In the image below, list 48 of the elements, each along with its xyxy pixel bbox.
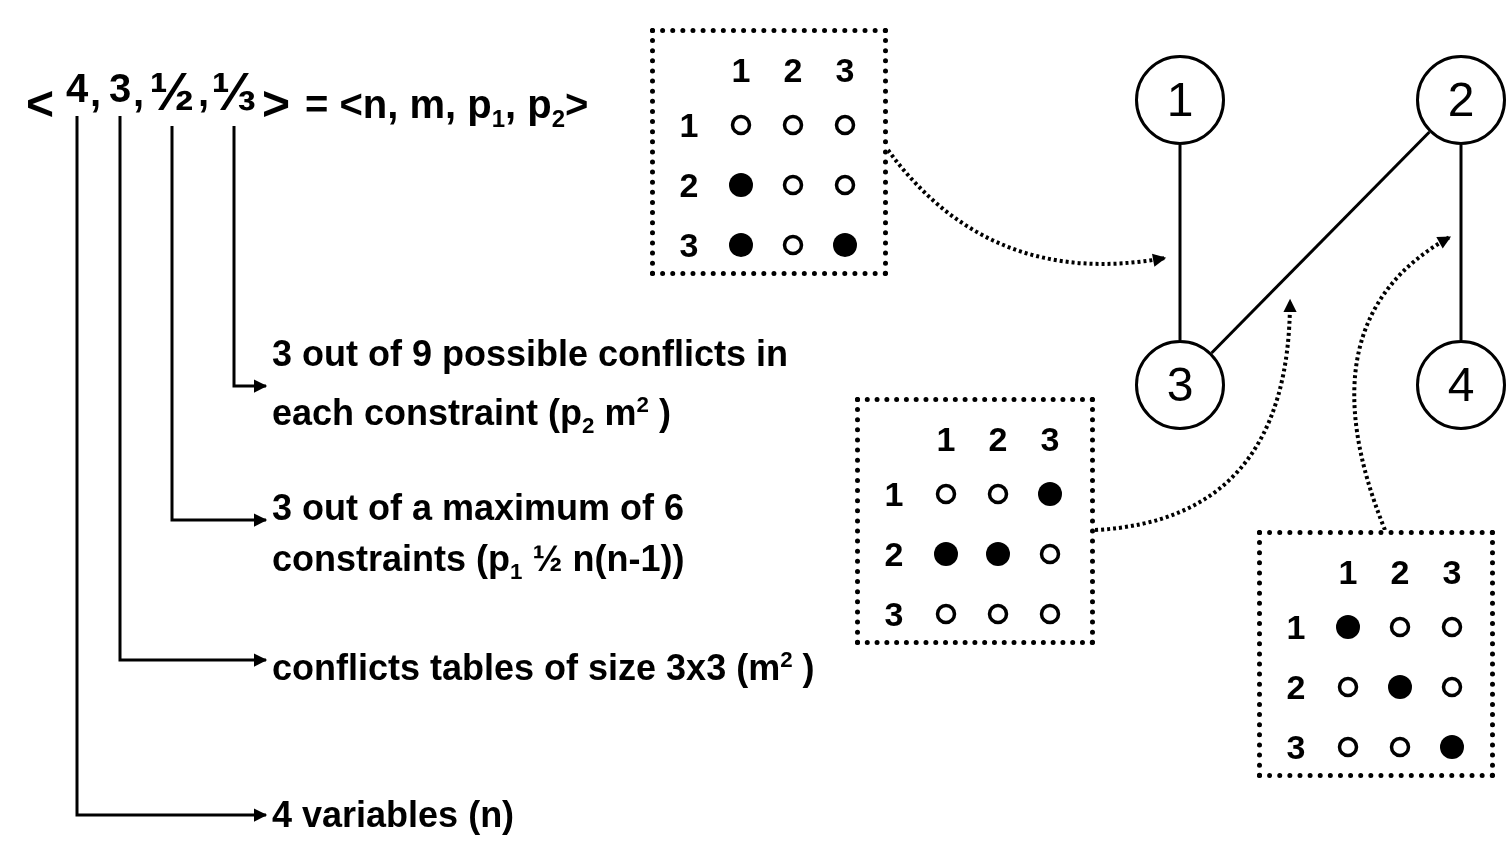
column-header: 3 (1040, 422, 1060, 456)
node-number: 4 (1447, 361, 1475, 409)
graph-edge (1459, 145, 1463, 340)
parameter-description: conflicts tables of size 3x3 (m$^{2}$ ) (272, 634, 864, 736)
formula-text: = <n, m, p$_{1}$, p$_{2}$> (305, 84, 589, 131)
leader-arrow (75, 116, 268, 822)
node-number: 1 (1166, 76, 1194, 124)
column-header: 3 (835, 53, 855, 87)
parameter-description: 3 out of a maximum of 6 constraints (p$_{1}$ ½ n(n-1)) (272, 482, 864, 584)
formula-text: , (90, 72, 102, 112)
node-number: 3 (1166, 361, 1194, 409)
row-header: 2 (1286, 670, 1306, 704)
row-header: 1 (679, 108, 699, 142)
column-header: 2 (988, 422, 1008, 456)
row-header: 3 (884, 597, 904, 631)
graph-edge (1178, 145, 1182, 340)
formula-text: < (26, 80, 55, 128)
tuple-value: ½ (148, 64, 196, 120)
column-header: 1 (731, 53, 751, 87)
leader-arrow (232, 126, 268, 393)
column-header: 2 (783, 53, 803, 87)
row-header: 3 (1286, 730, 1306, 764)
graph-edge (1210, 131, 1431, 354)
dotted-arrow (886, 148, 1167, 267)
tuple-value: 3 (107, 68, 133, 110)
row-header: 2 (679, 168, 699, 202)
row-header: 3 (679, 228, 699, 262)
dotted-arrow (1094, 298, 1297, 532)
dotted-arrow (1352, 235, 1452, 531)
leader-arrow (170, 126, 268, 527)
node-number: 2 (1447, 76, 1475, 124)
row-header: 1 (1286, 610, 1306, 644)
column-header: 3 (1442, 555, 1462, 589)
column-header: 1 (936, 422, 956, 456)
leader-arrow (118, 116, 268, 667)
formula-text: , (133, 72, 145, 112)
tuple-value: ⅓ (210, 64, 258, 120)
column-header: 2 (1390, 555, 1410, 589)
conflict-table (855, 397, 1095, 645)
formula-text: > (262, 80, 291, 128)
formula-text: , (198, 72, 210, 112)
row-header: 1 (884, 477, 904, 511)
conflict-table (1257, 530, 1495, 778)
conflict-table (650, 28, 888, 276)
parameter-description: 4 variables (n) (272, 789, 864, 840)
tuple-value: 4 (64, 68, 90, 110)
row-header: 2 (884, 537, 904, 571)
column-header: 1 (1338, 555, 1358, 589)
